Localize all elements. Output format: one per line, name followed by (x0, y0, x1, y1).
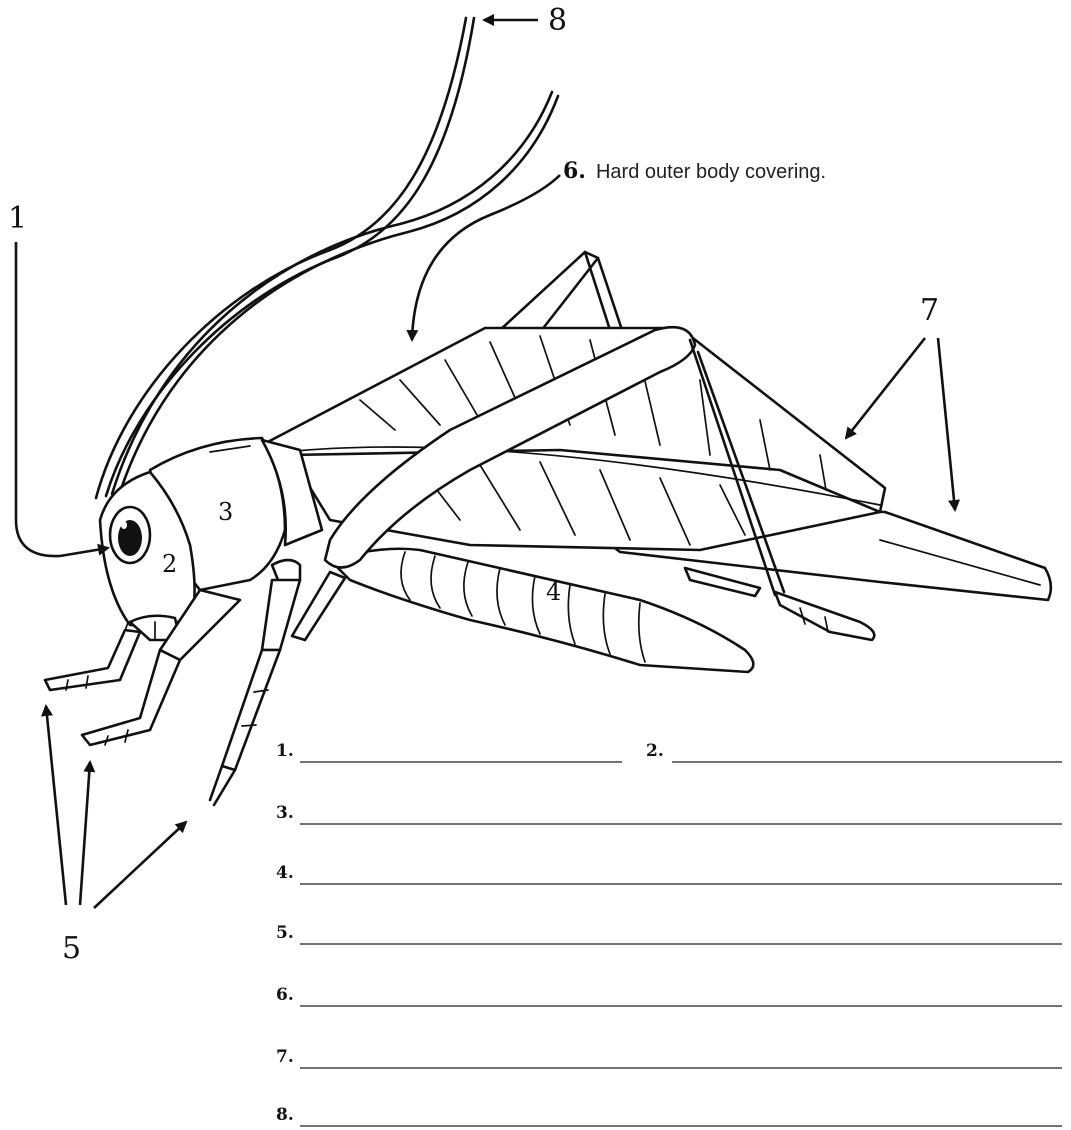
compound-eye (110, 507, 150, 563)
answer-label-7: 7. (276, 1047, 294, 1067)
callout-7-arrow-a (846, 338, 925, 438)
answer-label-5: 5. (276, 923, 294, 943)
callout-6-text: 6. Hard outer body covering. (563, 158, 826, 184)
callout-7-label: 7 (920, 293, 939, 328)
part-label-4: 4 (546, 578, 561, 606)
callout-5-arrow-b (80, 762, 90, 905)
answer-label-1: 1. (276, 741, 294, 761)
answer-label-6: 6. (276, 985, 294, 1005)
answer-label-3: 3. (276, 803, 294, 823)
answer-label-4: 4. (276, 863, 294, 883)
part-label-2: 2 (162, 550, 177, 578)
callout-1-leader (16, 242, 108, 556)
part-label-3: 3 (218, 498, 233, 526)
callout-5-label: 5 (62, 931, 81, 966)
callout-6-number: 6. (563, 158, 586, 184)
abdomen (330, 549, 753, 672)
callout-7-arrow-b (938, 338, 955, 510)
callout-5-arrow-a (46, 706, 66, 905)
callout-5-arrow-c (94, 822, 186, 908)
answer-lines: 1. 2. 3. 4. 5. 6. 7. 8. (276, 741, 1062, 1126)
answer-label-8: 8. (276, 1105, 294, 1125)
callout-8-label: 8 (548, 3, 567, 38)
callout-1-label: 1 (8, 201, 27, 236)
callout-6-description: Hard outer body covering. (596, 161, 826, 183)
answer-label-2: 2. (646, 741, 664, 761)
